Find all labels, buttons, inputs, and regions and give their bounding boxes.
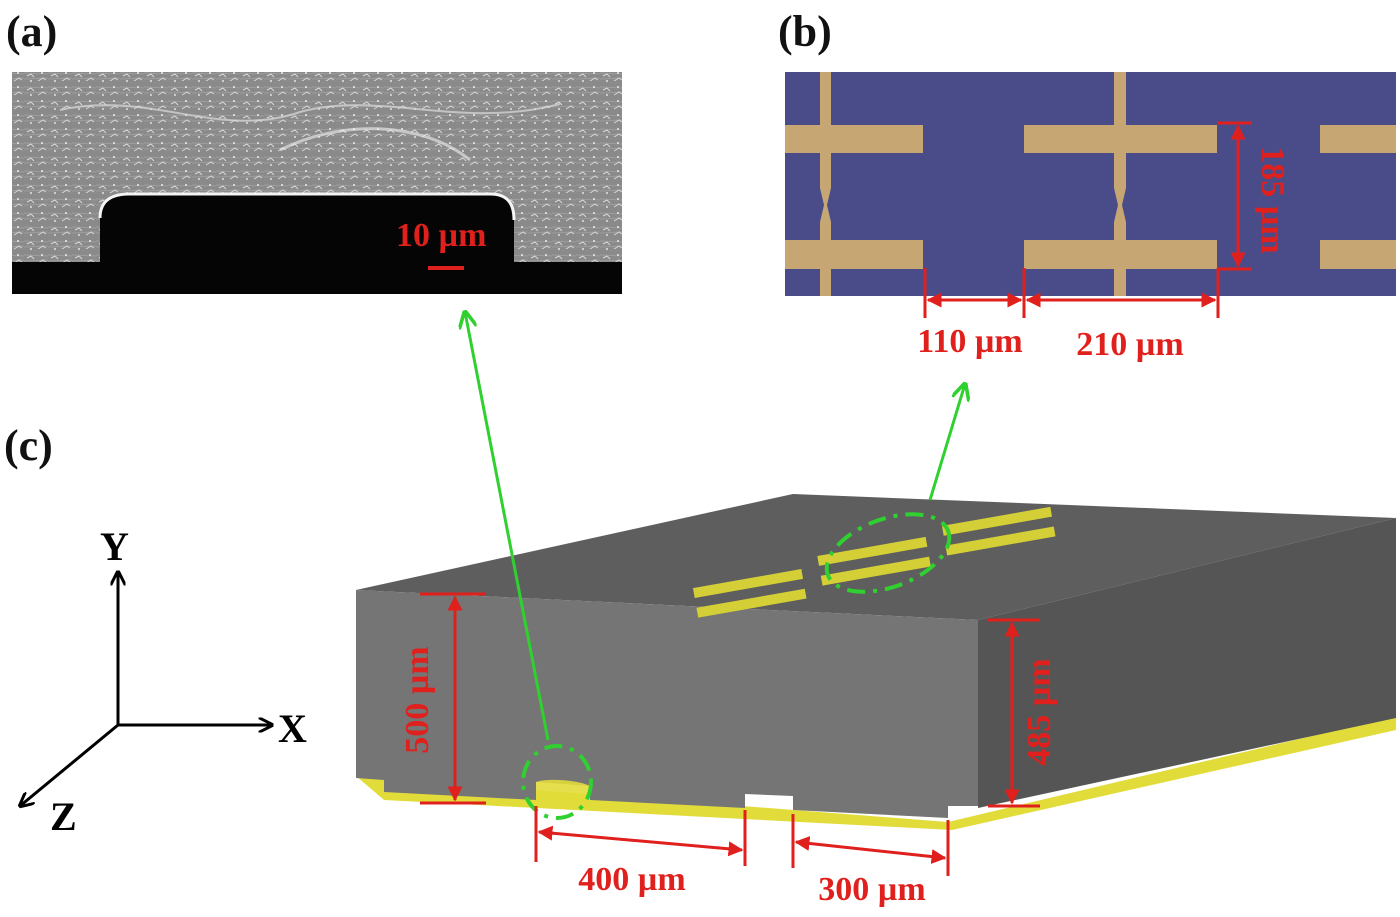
top-metal-pattern — [692, 506, 1056, 618]
pitch-label: 400 µm — [578, 861, 685, 898]
callout-arrow-to-a — [465, 312, 550, 741]
gap-label: 110 µm — [917, 323, 1023, 360]
substrate-top-face — [356, 494, 1396, 620]
sem-trench — [12, 194, 622, 294]
callout-arrow-to-b — [928, 384, 965, 501]
right-thickness-label: 485 µm — [1021, 658, 1058, 765]
groove-metal — [536, 779, 590, 800]
callout-ellipse-groove — [521, 744, 593, 820]
sem-texture-line — [59, 103, 561, 122]
callout-ellipse-top — [824, 512, 952, 594]
height-label: 185 µm — [1254, 146, 1291, 253]
sem-trench-edge — [98, 192, 516, 221]
substrate-side-face — [978, 518, 1396, 808]
panel-b-micrograph: 185 µm 110 µm 210 µm — [785, 72, 1396, 363]
spacing-arrow — [794, 835, 947, 865]
panel-a-sem-image: 10 µm — [12, 72, 622, 294]
coordinate-axes: Y X Z — [20, 524, 307, 839]
micrograph-resonator-left — [785, 72, 923, 296]
substrate-front-face — [356, 590, 978, 818]
micrograph-resonator-middle — [1024, 72, 1217, 296]
sem-scale-label: 10 µm — [396, 217, 486, 254]
micrograph-resonator-right — [1320, 125, 1396, 269]
y-axis-label: Y — [100, 524, 129, 569]
x-axis-label: X — [278, 706, 307, 751]
metal-bottom-layer — [356, 716, 1396, 830]
panel-c-substrate: 500 µm 485 µm 400 µm 300 µm — [356, 312, 1396, 908]
panel-label-a: (a) — [6, 7, 58, 56]
panel-label-c: (c) — [4, 421, 53, 470]
sem-texture-highlight — [279, 127, 471, 162]
z-axis-arrow — [20, 723, 119, 806]
period-label: 210 µm — [1076, 326, 1183, 363]
z-axis-label: Z — [50, 794, 77, 839]
left-thickness-label: 500 µm — [399, 646, 436, 753]
pitch-arrow — [537, 825, 744, 857]
panel-label-b: (b) — [778, 7, 832, 56]
spacing-label: 300 µm — [818, 871, 925, 908]
